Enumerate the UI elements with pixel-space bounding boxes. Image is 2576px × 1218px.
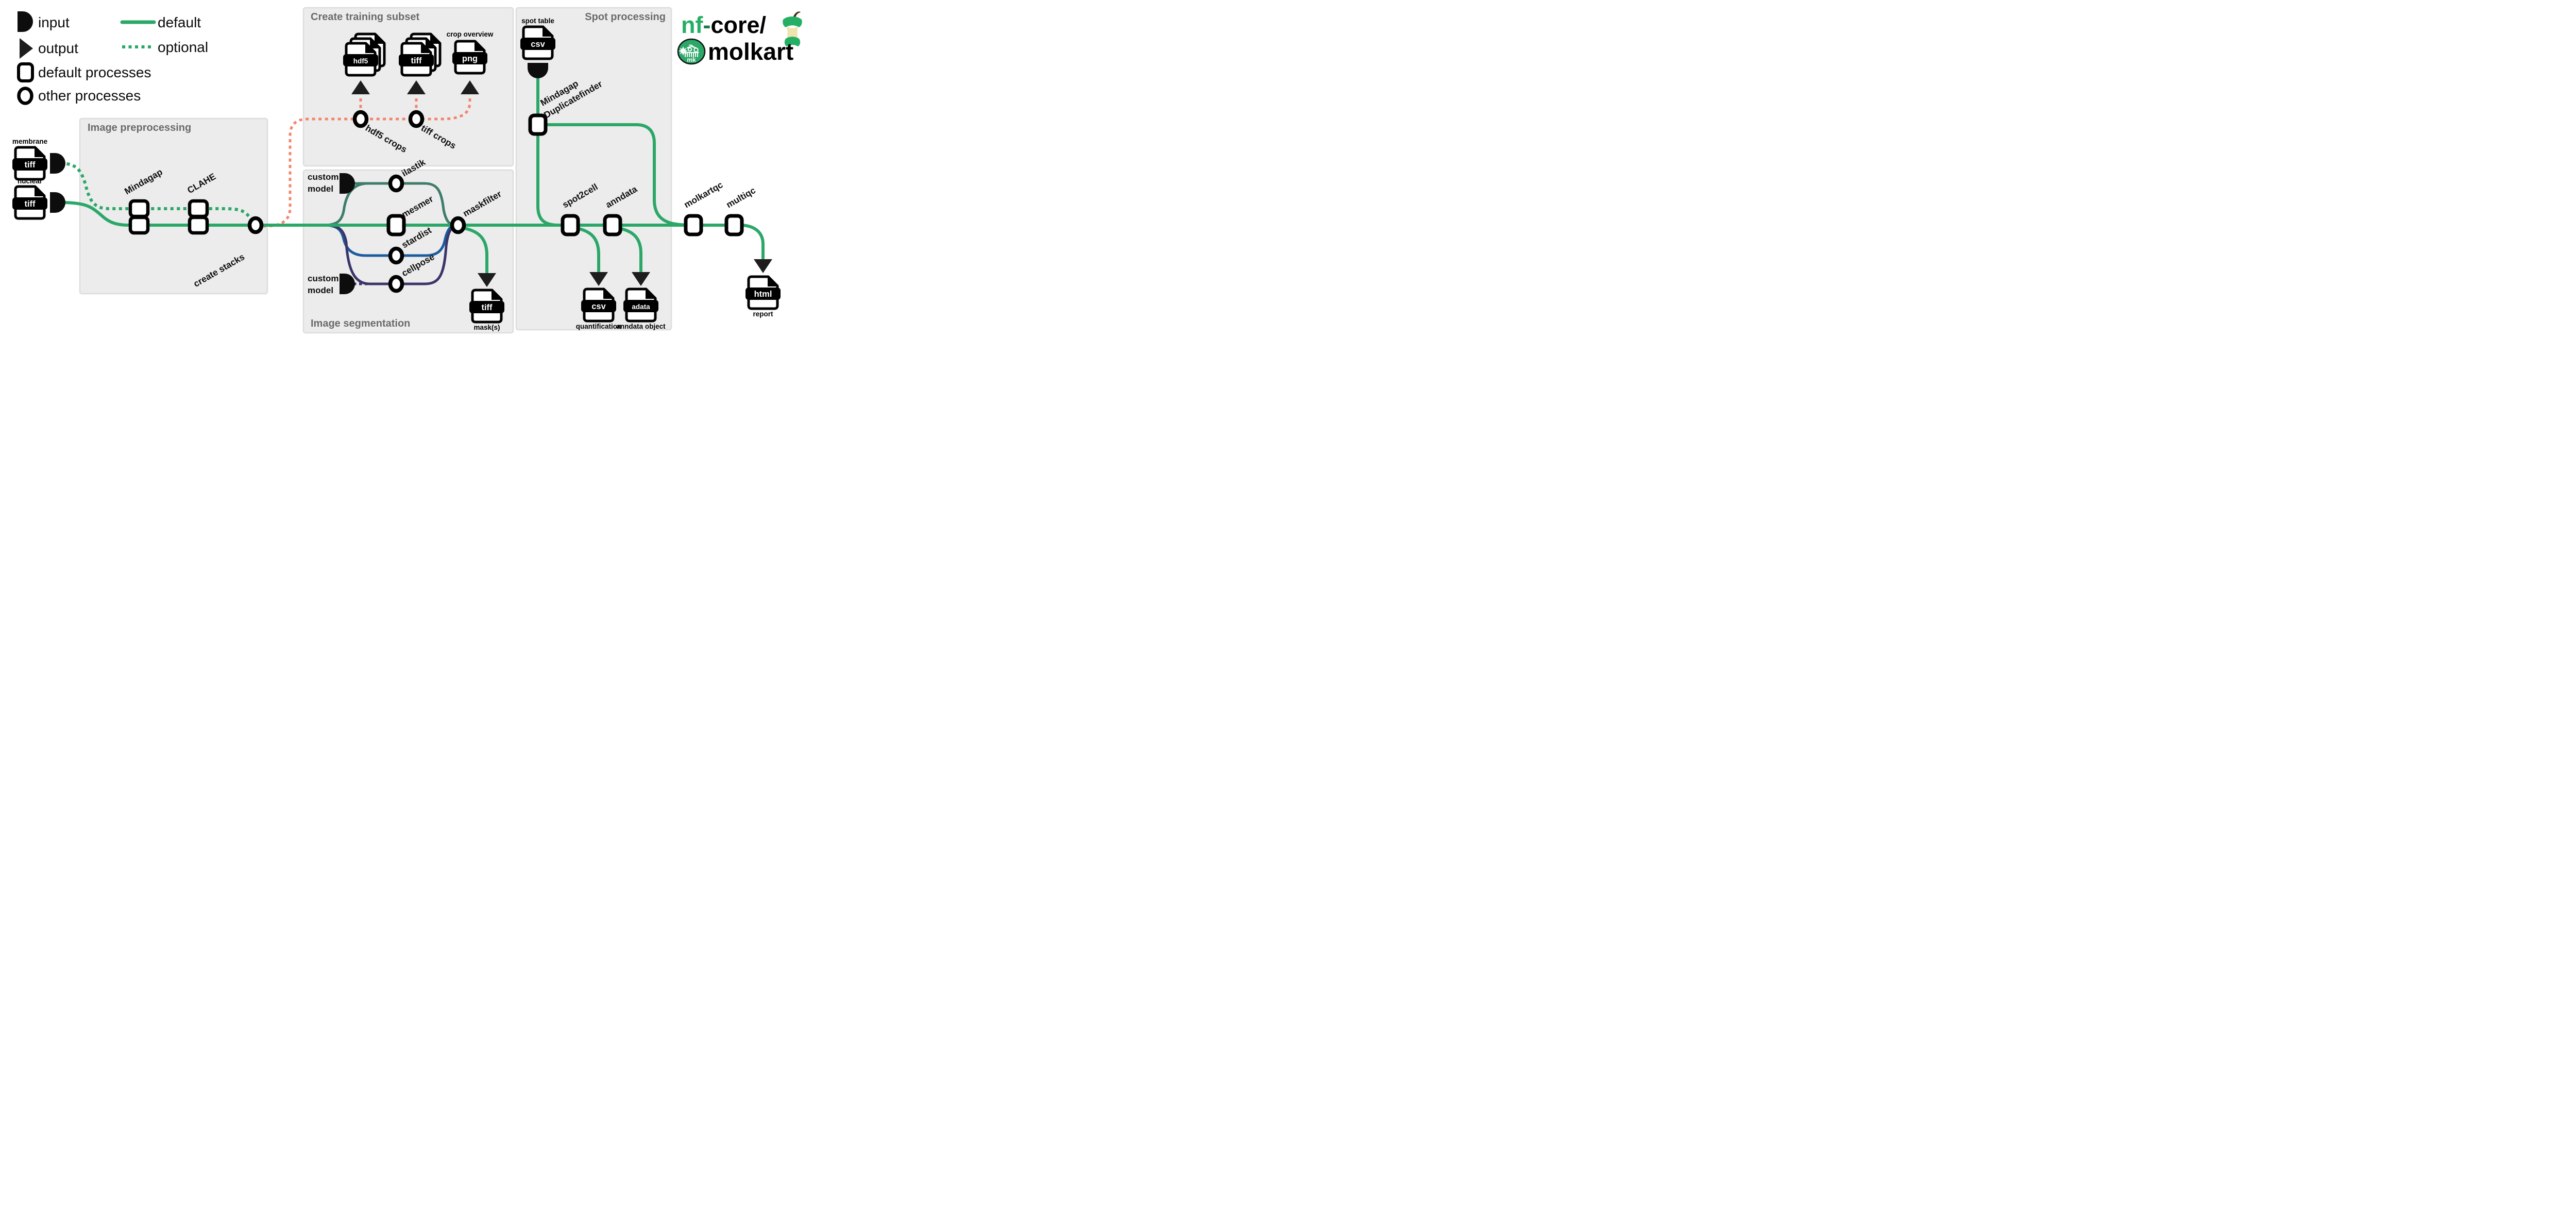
- file-nuclear-tiff: tiff: [12, 186, 47, 218]
- file-ext-spot-table: csv: [531, 40, 545, 49]
- logo-molkart-text: molkart: [708, 38, 793, 65]
- node-clahe: [190, 201, 207, 233]
- legend-other-process-icon: [17, 87, 33, 105]
- logo-core: core/: [710, 12, 766, 38]
- file-spot-table-csv: csv: [520, 26, 555, 59]
- edge-duplicatefinder-right: [540, 123, 693, 227]
- node-spot2cell: [563, 216, 578, 234]
- file-tiff-crops-stack: tiff: [399, 33, 440, 75]
- file-ext-png: png: [462, 54, 478, 63]
- legend-default-label: default: [158, 14, 201, 30]
- node-maskfilter: [452, 218, 464, 232]
- file-masks-tiff: tiff: [469, 290, 504, 322]
- file-anndata-object: adata: [623, 289, 658, 321]
- legend: input output default processes other pro…: [17, 11, 208, 105]
- file-label-report: report: [753, 310, 773, 318]
- node-tiff-crops: [411, 112, 422, 126]
- box-title-image-segmentation: Image segmentation: [311, 318, 410, 329]
- badge-comb-icon: [684, 52, 699, 57]
- edge-ilastik-branch: [322, 182, 456, 227]
- output-arrow-report: [754, 259, 772, 273]
- logo-nf: nf: [681, 12, 703, 38]
- legend-input-label: input: [38, 14, 70, 30]
- input-connector-nuclear: [50, 192, 65, 213]
- file-ext-nuclear: tiff: [24, 199, 36, 209]
- node-stardist: [391, 249, 402, 263]
- box-spot-processing: Spot processing: [515, 7, 672, 331]
- node-cellpose: [391, 277, 402, 291]
- node-multiqc: [726, 216, 742, 234]
- legend-other-processes-label: other processes: [38, 88, 141, 104]
- node-mindagap: [130, 201, 148, 233]
- file-label-membrane: membrane: [12, 138, 48, 145]
- file-label-quantification: quantification: [576, 323, 622, 330]
- file-hdf5-stack: hdf5: [343, 33, 385, 75]
- legend-default-process-icon: [17, 62, 34, 82]
- edge-create-stacks-to-crops: [257, 98, 471, 228]
- box-title-spot-processing: Spot processing: [585, 11, 666, 23]
- box-image-preprocessing: Image preprocessing: [79, 117, 268, 295]
- file-label-spot-table: spot table: [521, 17, 554, 25]
- file-ext-membrane: tiff: [24, 160, 36, 170]
- node-anndata: [605, 216, 620, 234]
- box-title-image-preprocessing: Image preprocessing: [88, 122, 191, 133]
- edge-multiqc-out: [738, 224, 765, 260]
- file-report-html: html: [745, 276, 781, 309]
- file-label-masks: mask(s): [473, 324, 500, 331]
- file-membrane-tiff: tiff: [12, 147, 47, 179]
- legend-output-label: output: [38, 40, 78, 56]
- box-title-create-training-subset: Create training subset: [311, 11, 420, 23]
- node-mesmer: [388, 216, 404, 234]
- file-ext-report: html: [754, 290, 772, 299]
- label-molkartqc: molkartqc: [682, 179, 725, 210]
- logo-hyphen: -: [703, 12, 710, 38]
- badge-mk-text: mk: [687, 56, 696, 63]
- file-label-nuclear: nuclear: [18, 177, 43, 185]
- edge-main-default: [59, 201, 741, 227]
- file-ext-hdf5: hdf5: [353, 57, 368, 65]
- apple-core-icon: [783, 11, 802, 46]
- molkart-pipeline-diagram: Image preprocessing Create training subs…: [0, 0, 804, 340]
- logo-nf-core-text: nf-core/: [681, 12, 767, 38]
- label-custom-bottom-line2: model: [308, 285, 333, 295]
- legend-output-icon: [20, 38, 33, 59]
- nf-core-molkart-logo: nf-core/ mk molkart: [677, 11, 802, 65]
- node-hdf5-crops: [355, 112, 367, 126]
- input-connector-membrane: [50, 153, 65, 174]
- node-molkartqc: [686, 216, 701, 234]
- badge-kart-icon: [687, 44, 699, 53]
- label-custom-bottom-line1: custom: [308, 274, 338, 283]
- file-ext-tiff-crops: tiff: [411, 56, 422, 65]
- node-create-stacks: [250, 218, 262, 232]
- label-custom-top-line2: model: [308, 184, 333, 194]
- file-label-crop-overview: crop overview: [447, 30, 494, 38]
- label-custom-model-top: custom model: [308, 172, 338, 194]
- box-image-segmentation: Image segmentation: [302, 169, 514, 334]
- molkart-badge-icon: mk: [677, 38, 706, 65]
- file-ext-adata: adata: [632, 303, 650, 311]
- node-duplicatefinder: [530, 115, 546, 134]
- file-label-anndata-object: anndata object: [616, 323, 666, 330]
- legend-optional-label: optional: [158, 39, 208, 55]
- file-quantification-csv: csv: [581, 289, 616, 321]
- file-ext-masks: tiff: [481, 303, 493, 312]
- file-crop-overview-png: png: [452, 41, 487, 73]
- node-ilastik: [391, 177, 402, 191]
- label-custom-model-bottom: custom model: [308, 274, 338, 295]
- edge-spot-table-down: [536, 76, 560, 227]
- label-custom-top-line1: custom: [308, 172, 338, 182]
- legend-default-processes-label: default processes: [38, 64, 151, 80]
- legend-input-icon: [18, 11, 33, 32]
- file-ext-quantification: csv: [591, 302, 606, 311]
- label-multiqc: multiqc: [724, 185, 757, 210]
